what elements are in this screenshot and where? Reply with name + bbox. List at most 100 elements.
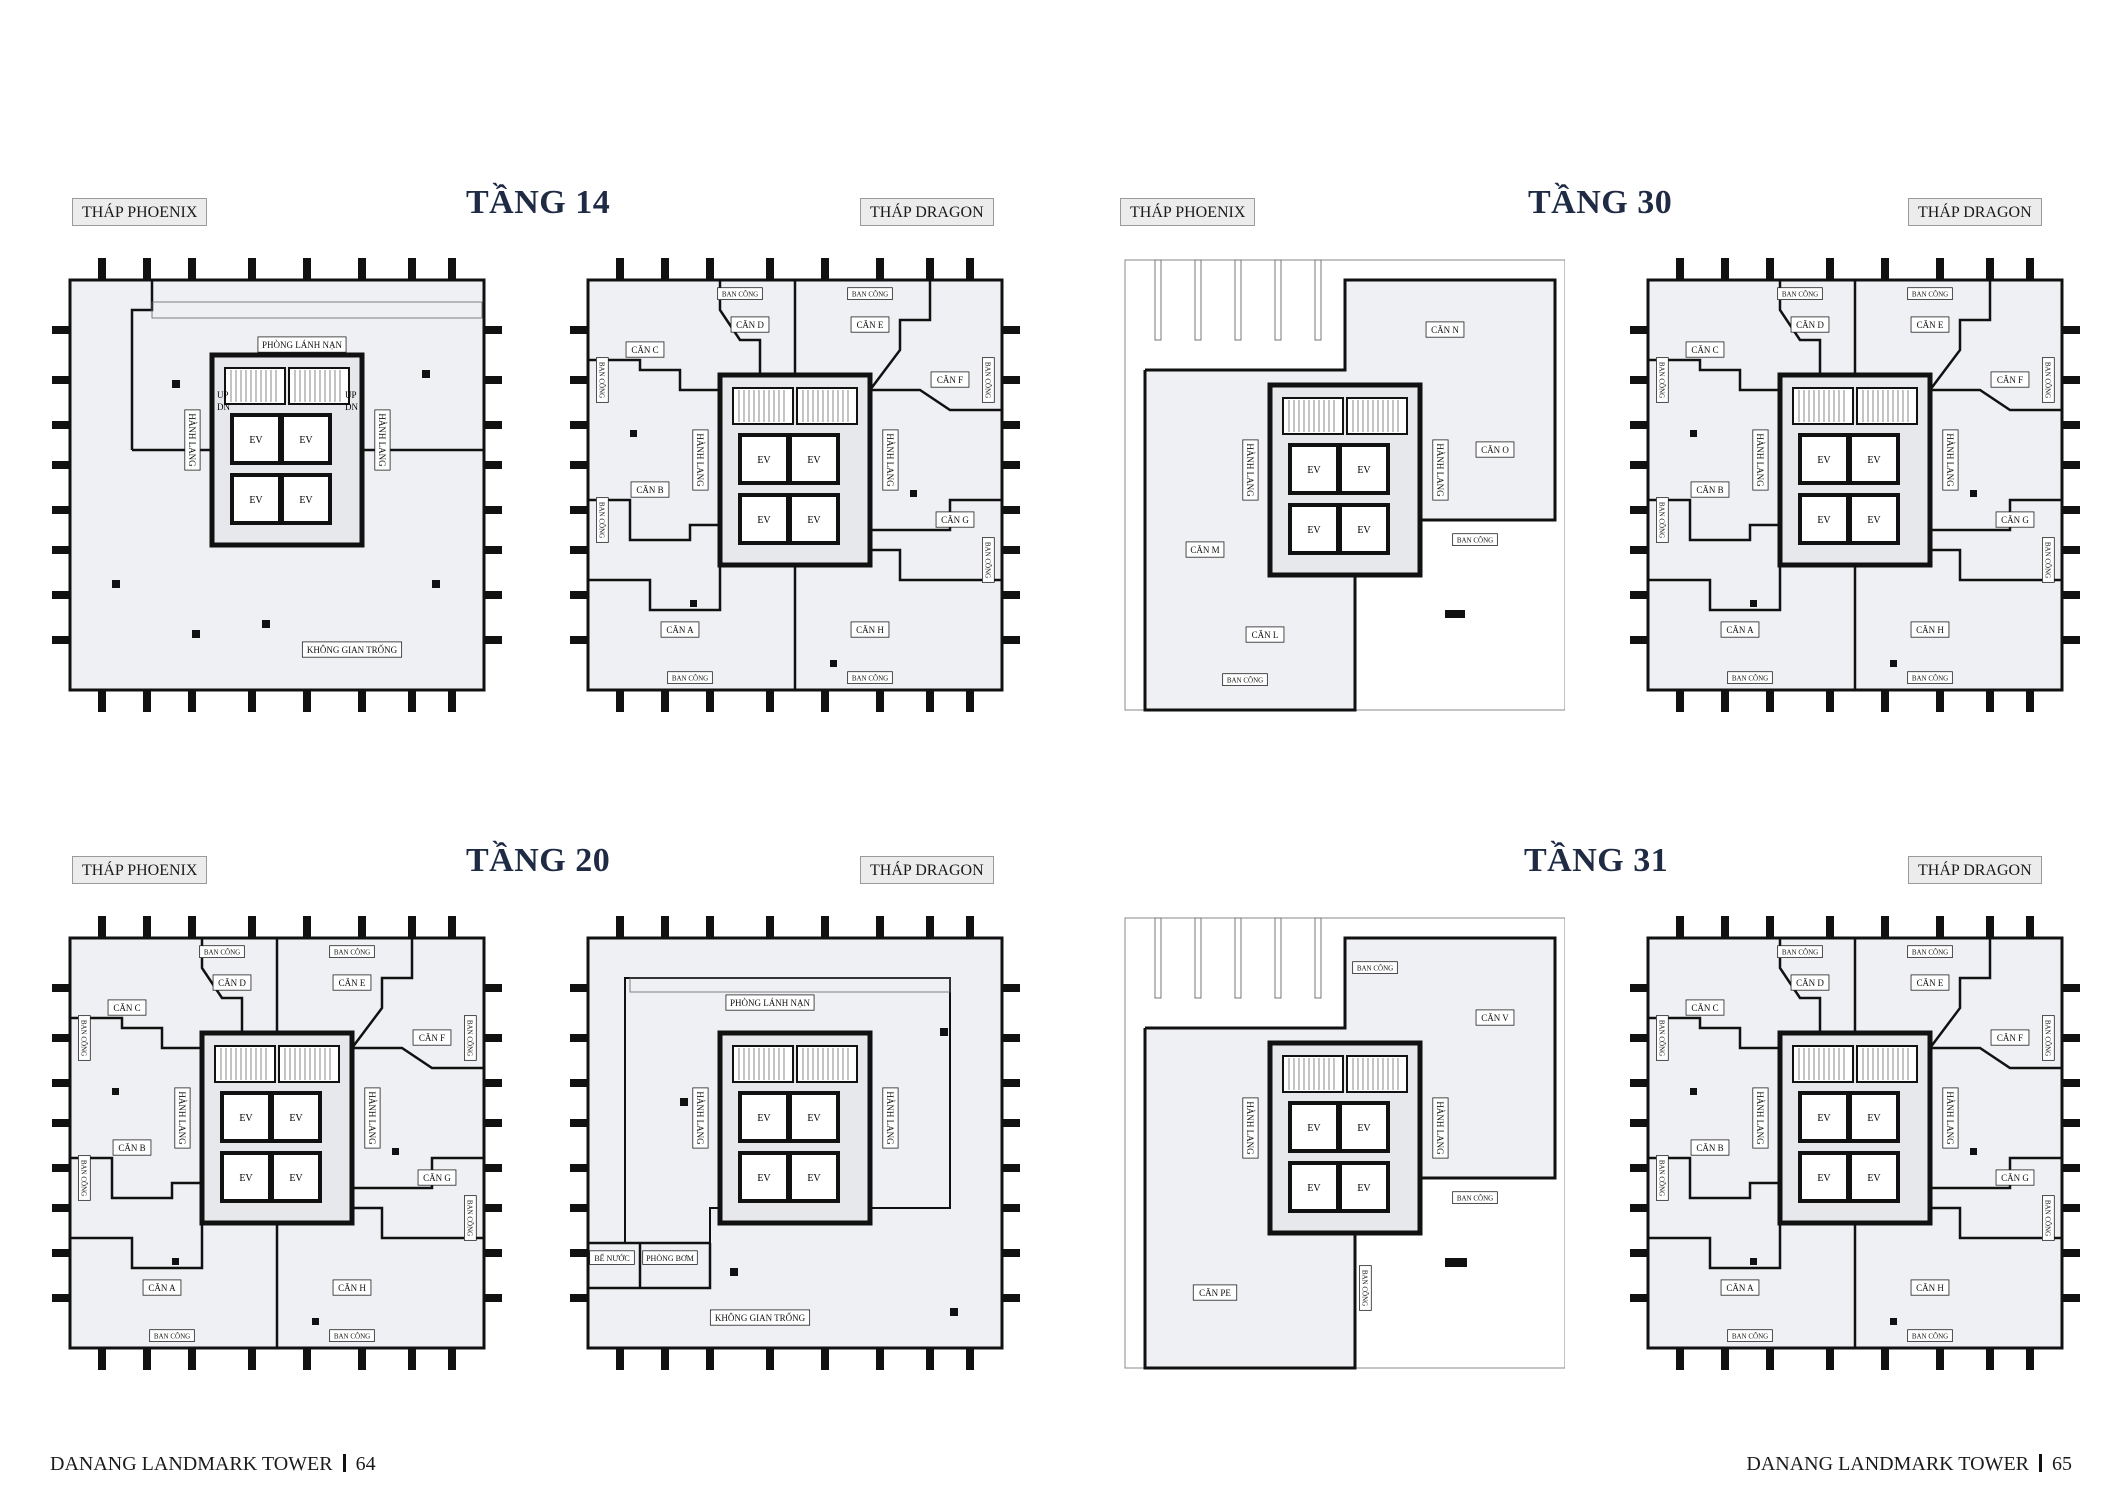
room-label: HÀNH LANG [1752,429,1769,491]
room-label: CĂN N [1425,321,1465,338]
svg-text:HÀNH LANG: HÀNH LANG [695,1091,705,1145]
room-label: CĂN B [112,1139,152,1156]
room-label: CĂN B [630,481,670,498]
svg-text:HÀNH LANG: HÀNH LANG [177,1091,187,1145]
svg-text:CĂN A: CĂN A [148,1283,176,1293]
room-label: BAN CÔNG [1452,1191,1498,1205]
room-label: HÀNH LANG [1242,1097,1259,1159]
room-label: BAN CÔNG [1452,533,1498,547]
svg-text:BAN CÔNG: BAN CÔNG [1912,290,1948,298]
room-label: HÀNH LANG [174,1087,191,1149]
svg-text:CĂN V: CĂN V [1481,1013,1509,1023]
room-label: CĂN A [1720,1279,1760,1296]
structural-columns [52,258,502,712]
room-label: BAN CÔNG [847,287,893,301]
room-label: BAN CÔNG [2042,1015,2055,1061]
room-label: BAN CÔNG [1907,671,1953,685]
room-label: CĂN M [1185,541,1225,558]
room-label: PHÒNG LÁNH NẠN [257,336,347,353]
svg-text:BAN CÔNG: BAN CÔNG [722,290,758,298]
svg-text:HÀNH LANG: HÀNH LANG [1435,443,1445,497]
svg-text:CĂN H: CĂN H [856,625,884,635]
room-label: BAN CÔNG [199,945,245,959]
svg-text:CĂN G: CĂN G [941,515,969,525]
svg-text:HÀNH LANG: HÀNH LANG [1755,433,1765,487]
room-label: CĂN E [1910,974,1950,991]
room-label: CĂN A [660,621,700,638]
tower-tag-phoenix-20: THÁP PHOENIX [72,856,208,884]
svg-text:BAN CÔNG: BAN CÔNG [984,362,992,398]
svg-text:BAN CÔNG: BAN CÔNG [2044,362,2052,398]
room-label: BAN CÔNG [1727,671,1773,685]
svg-text:BAN CÔNG: BAN CÔNG [2044,542,2052,578]
svg-text:HÀNH LANG: HÀNH LANG [885,1091,895,1145]
svg-text:EV: EV [807,1113,821,1124]
svg-text:CĂN B: CĂN B [1696,485,1723,495]
room-label: CĂN O [1475,441,1515,458]
svg-text:EV: EV [807,455,821,466]
room-label: BAN CÔNG [2041,1195,2055,1241]
room-label: CĂN H [850,621,890,638]
svg-text:CĂN D: CĂN D [1796,320,1824,330]
tower-tag-dragon-20: THÁP DRAGON [860,856,994,884]
room-label: BAN CÔNG [1907,945,1953,959]
floor-title-14: TẦNG 14 [466,184,611,221]
svg-text:CĂN G: CĂN G [2001,1173,2029,1183]
svg-text:PHÒNG BƠM: PHÒNG BƠM [646,1253,694,1263]
room-label: CĂN F [930,371,970,388]
svg-text:BAN CÔNG: BAN CÔNG [80,1020,88,1056]
footer-divider [2039,1454,2042,1472]
room-label: BAN CÔNG [1655,1155,1669,1201]
svg-text:BAN CÔNG: BAN CÔNG [1732,1332,1768,1340]
tower-tag-dragon-31: THÁP DRAGON [1908,856,2042,884]
room-label: CĂN D [1790,974,1830,991]
svg-text:CĂN A: CĂN A [666,625,694,635]
room-label: HÀNH LANG [692,1087,709,1149]
svg-text:EV: EV [1307,1183,1321,1194]
svg-text:BAN CÔNG: BAN CÔNG [1912,948,1948,956]
svg-text:CĂN M: CĂN M [1190,545,1219,555]
svg-text:DN: DN [217,402,230,412]
svg-text:HÀNH LANG: HÀNH LANG [1245,443,1255,497]
svg-text:EV: EV [757,1113,771,1124]
svg-text:BAN CÔNG: BAN CÔNG [334,948,370,956]
room-label: CĂN F [412,1029,452,1046]
svg-text:HÀNH LANG: HÀNH LANG [1945,433,1955,487]
svg-text:BAN CÔNG: BAN CÔNG [466,1020,474,1056]
svg-text:CĂN G: CĂN G [2001,515,2029,525]
room-label: CĂN H [332,1279,372,1296]
svg-text:EV: EV [299,435,313,446]
room-label: BỂ NƯỚC [589,1250,635,1265]
room-label: BAN CÔNG [149,1329,195,1343]
svg-text:EV: EV [1307,465,1321,476]
svg-text:CĂN E: CĂN E [339,978,366,988]
svg-text:EV: EV [1357,525,1371,536]
svg-text:CĂN E: CĂN E [1917,978,1944,988]
partition-walls [588,1241,712,1290]
svg-text:CĂN D: CĂN D [1796,978,1824,988]
svg-text:EV: EV [1867,1113,1881,1124]
svg-text:EV: EV [1307,525,1321,536]
room-label: BAN CÔNG [982,357,995,403]
svg-text:EV: EV [1357,1183,1371,1194]
svg-text:CĂN PE: CĂN PE [1199,1288,1231,1298]
room-label: CĂN G [417,1169,457,1186]
svg-text:BAN CÔNG: BAN CÔNG [1361,1270,1369,1306]
room-label: HÀNH LANG [882,1087,899,1149]
room-label: HÀNH LANG [1942,1087,1959,1149]
room-label: BAN CÔNG [595,497,609,543]
room-label: HÀNH LANG [1752,1087,1769,1149]
svg-text:CĂN C: CĂN C [631,345,658,355]
room-label: CĂN G [1995,1169,2035,1186]
svg-text:HÀNH LANG: HÀNH LANG [1945,1091,1955,1145]
svg-text:HÀNH LANG: HÀNH LANG [885,433,895,487]
room-label: CĂN D [1790,316,1830,333]
room-label: BAN CÔNG [596,357,609,403]
svg-text:HÀNH LANG: HÀNH LANG [187,413,197,467]
